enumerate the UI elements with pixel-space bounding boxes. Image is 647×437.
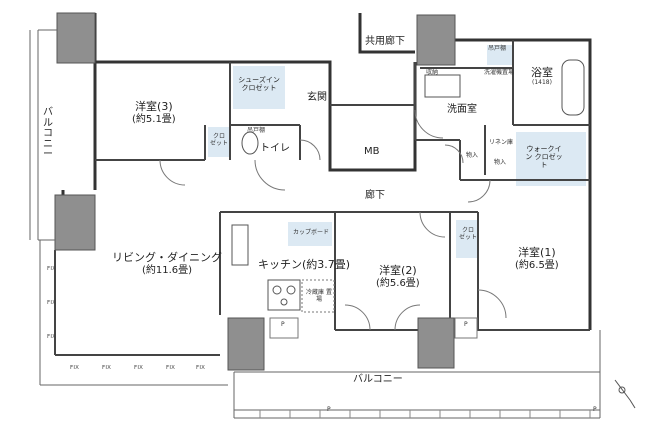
laundry-label: 洗濯機置場	[484, 69, 515, 76]
balcony-left-label: バルコニー	[43, 107, 53, 160]
fridge-space	[301, 279, 335, 313]
fix-label: FIX	[47, 300, 57, 306]
balcony-ticks	[259, 410, 591, 418]
cupboard-label: カップボード	[293, 229, 330, 236]
pipe-space-box	[269, 317, 299, 339]
structural-columns	[54, 12, 456, 371]
pipe-space-box	[454, 317, 478, 339]
kitchen-sink	[231, 224, 249, 266]
closet-2-fill	[456, 220, 478, 258]
western-1-size: (約6.5畳)	[515, 259, 559, 271]
north-arrow-icon	[614, 379, 636, 409]
shoes-closet-fill	[233, 66, 285, 109]
bathtub	[561, 59, 585, 116]
bath-size: (1418)	[532, 78, 552, 86]
fix-label: FIX	[47, 334, 57, 340]
fix-label: FIX	[134, 365, 144, 371]
burner	[286, 285, 296, 295]
pipe-space-label-2: P	[464, 321, 468, 328]
washbasin	[424, 74, 461, 98]
linen-label: リネン庫	[489, 139, 514, 146]
storage-1-label: 物入	[466, 152, 479, 159]
fix-label: FIX	[47, 266, 57, 272]
closet-3-label: クロ ゼット	[210, 133, 229, 147]
top-cabinet-fill	[487, 45, 513, 65]
fix-label: FIX	[166, 365, 176, 371]
western-3-name: 洋室(3)	[135, 100, 173, 113]
closet-2-label: クロ ゼット	[459, 227, 478, 241]
mb-label: MB	[364, 146, 380, 157]
living-name: リビング・ダイニング	[112, 251, 222, 264]
storage-label: 収納	[426, 69, 439, 76]
fix-label: FIX	[70, 365, 80, 371]
hallway-label: 廊下	[365, 190, 385, 201]
entrance-label: 玄関	[307, 92, 327, 103]
fridge-label: 冷蔵庫 置場	[306, 289, 332, 303]
toilet-top-cabinet-label: 吊戸棚	[247, 127, 266, 134]
common-corridor-label: 共用廊下	[365, 36, 405, 47]
burner	[280, 298, 288, 306]
pipe-space-label-3: P	[327, 406, 331, 413]
kitchen-label: キッチン(約3.7畳)	[258, 258, 351, 271]
fix-label: FIX	[102, 365, 112, 371]
walkin-closet-fill	[516, 132, 586, 186]
door-swings	[159, 109, 507, 331]
western-1-name: 洋室(1)	[518, 246, 556, 259]
cupboard-fill	[288, 222, 332, 246]
toilet-label: トイレ	[260, 143, 290, 154]
pipe-space-label-4: P	[593, 406, 597, 413]
western-3-label: 洋室(3) (約5.1畳)	[132, 100, 176, 125]
balcony-bottom-label: バルコニー	[353, 374, 403, 385]
interior-walls	[54, 40, 590, 356]
washroom-label: 洗面室	[447, 104, 477, 115]
western-3-size: (約5.1畳)	[132, 113, 176, 125]
western-1-label: 洋室(1) (約6.5畳)	[515, 246, 559, 271]
shoes-closet-label: シューズイン クロゼット	[238, 76, 280, 93]
storage-2-label: 物入	[494, 159, 507, 166]
bath-name: 浴室	[531, 66, 553, 79]
western-2-label: 洋室(2) (約5.6畳)	[376, 264, 420, 289]
fix-label: FIX	[196, 365, 206, 371]
living-label: リビング・ダイニング (約11.6畳)	[112, 251, 222, 276]
pipe-space-label-1: P	[281, 321, 285, 328]
washroom-top-cabinet-label: 吊戸棚	[488, 45, 507, 52]
western-2-size: (約5.6畳)	[376, 277, 420, 289]
bath-label: 浴室 (1418)	[531, 66, 553, 87]
western-2-name: 洋室(2)	[379, 264, 417, 277]
balcony-rails	[29, 29, 601, 419]
closet-3-fill	[208, 127, 230, 157]
burner	[272, 285, 282, 295]
walkin-closet-label: ウォークイン クロゼット	[525, 145, 563, 170]
toilet-bowl	[241, 131, 259, 155]
living-size: (約11.6畳)	[141, 264, 193, 276]
